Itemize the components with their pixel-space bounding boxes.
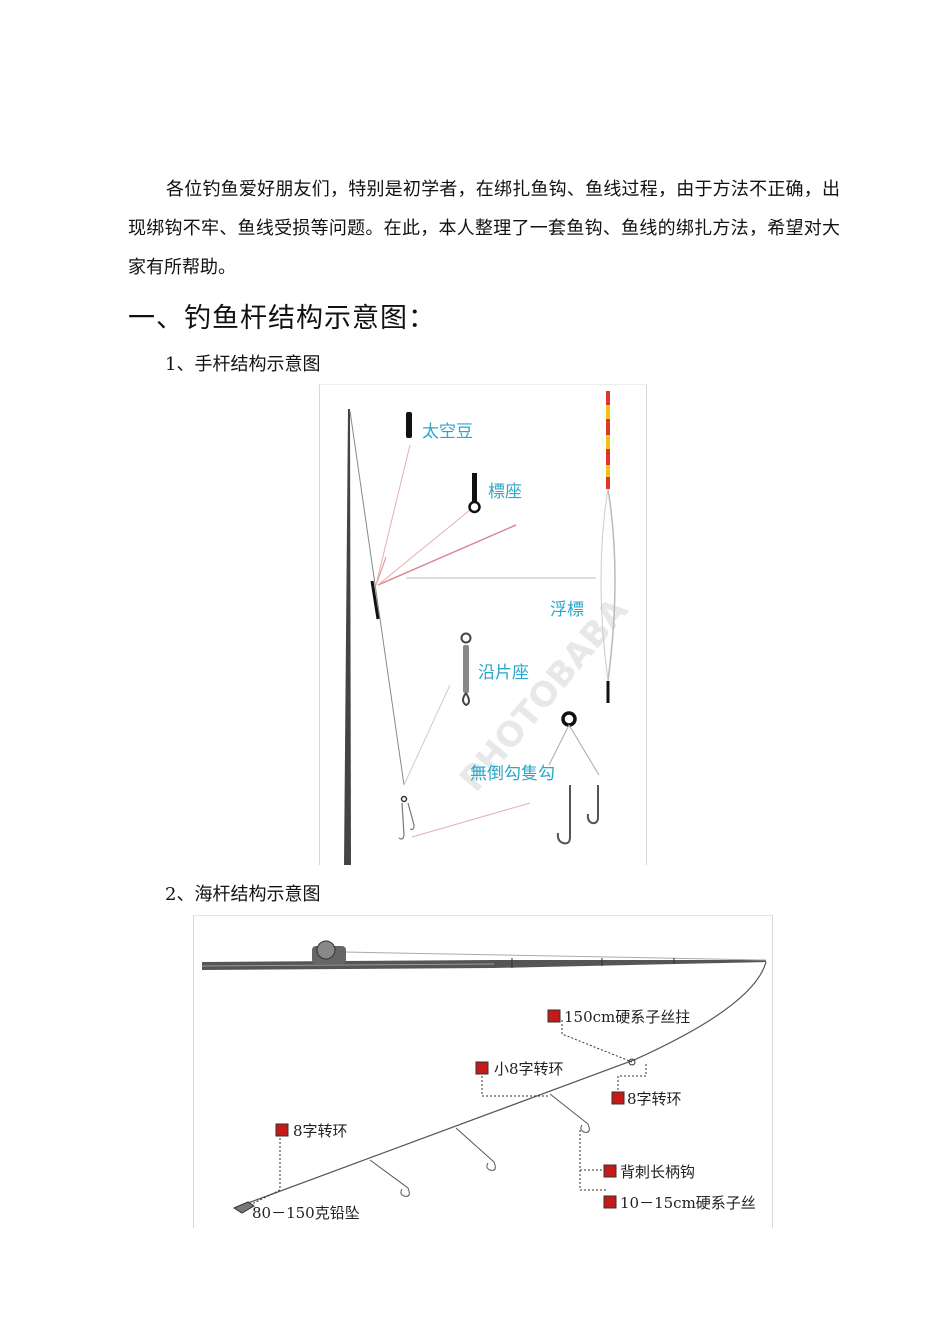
leader-swivel-right xyxy=(617,1064,647,1090)
sea-rod-diagram: 150cm硬系子丝拄 小8字转环 8字转环 8字转环 背刺长柄钩 10－15cm… xyxy=(193,915,773,1228)
marker-swivel-right-icon xyxy=(611,1091,625,1105)
float-body-icon xyxy=(600,488,609,682)
label-swivel-right: 8字转环 xyxy=(627,1090,682,1108)
leader-hard-line xyxy=(579,1170,606,1191)
leader-seat xyxy=(377,509,471,586)
marker-hard-line-icon xyxy=(603,1195,617,1209)
float-seat-icon xyxy=(472,473,477,503)
float-seat-on-line xyxy=(370,580,380,620)
label-swivel-left: 8字转环 xyxy=(293,1122,348,1140)
sea-rod-svg: 150cm硬系子丝拄 小8字转环 8字转环 8字转环 背刺长柄钩 10－15cm… xyxy=(201,940,767,1222)
hook-left-icon xyxy=(556,785,571,845)
leader-bean xyxy=(375,444,411,586)
rig-hook-icon xyxy=(398,802,405,840)
hook-right-icon xyxy=(586,785,599,825)
sinker-seat-ring-icon xyxy=(460,632,472,644)
float-seat-ring-icon xyxy=(468,500,481,514)
marker-small-swivel-icon xyxy=(475,1061,489,1075)
reel-spool-icon xyxy=(316,940,336,960)
main-line xyxy=(239,961,767,1207)
branch-hook-icon xyxy=(369,1159,410,1197)
hook-line-icon xyxy=(568,724,600,776)
sinker-seat-body-icon xyxy=(463,645,469,693)
hook-ring-icon xyxy=(561,711,577,727)
intro-paragraph: 各位钓鱼爱好朋友们，特别是初学者，在绑扎鱼钩、鱼线过程，由于方法不正确，出现绑钩… xyxy=(128,179,840,278)
rig-swivel-icon xyxy=(400,795,408,803)
bean-icon xyxy=(406,412,412,438)
leader-small-swivel xyxy=(481,1076,550,1097)
leader-swivel-left xyxy=(251,1138,281,1205)
hand-rod-svg: PHOTOBABA 太空豆 標座 浮標 xyxy=(344,391,637,865)
rod-highlight xyxy=(201,963,495,967)
label-sinker: 80－150克铅坠 xyxy=(252,1204,360,1222)
main-line xyxy=(349,410,405,786)
sinker-seat-hook-icon xyxy=(462,692,470,707)
section-title: 一、钓鱼杆结构示意图： xyxy=(128,303,436,334)
leader-hooks xyxy=(411,802,531,838)
hook-line-icon xyxy=(548,724,570,766)
sinker-icon xyxy=(232,1201,255,1214)
rod-shaft xyxy=(344,409,351,865)
leader-long-hook xyxy=(579,1130,606,1171)
float-on-line xyxy=(377,524,517,586)
label-small-swivel: 小8字转环 xyxy=(494,1060,564,1078)
label-float: 浮標 xyxy=(550,600,584,620)
swivel-icon xyxy=(628,1058,636,1066)
leader-sinker xyxy=(403,684,451,786)
label-hard-line-150: 150cm硬系子丝拄 xyxy=(564,1008,690,1026)
float-body-icon xyxy=(607,488,616,682)
subsection-hand-rod-title: 1、手杆结构示意图 xyxy=(165,354,321,375)
label-hard-line-10: 10－15cm硬系子丝 xyxy=(620,1194,756,1212)
marker-long-hook-icon xyxy=(603,1164,617,1178)
branch-hook-icon xyxy=(455,1127,496,1171)
marker-150-icon xyxy=(547,1009,561,1023)
label-float-seat: 標座 xyxy=(488,482,522,502)
label-bean: 太空豆 xyxy=(422,422,473,442)
float-tip-line xyxy=(375,556,387,586)
subsection-sea-rod-title: 2、海杆结构示意图 xyxy=(165,884,321,905)
hand-rod-diagram: PHOTOBABA 太空豆 標座 浮標 xyxy=(319,384,647,865)
label-hooks: 無倒勾隻勾 xyxy=(470,764,555,784)
leader-150 xyxy=(561,1020,633,1063)
label-long-hook: 背刺长柄钩 xyxy=(620,1163,695,1181)
label-sinker-seat: 沿片座 xyxy=(478,663,529,683)
rig-hook-icon xyxy=(407,802,415,831)
branch-hook-icon xyxy=(549,1093,590,1133)
marker-swivel-left-icon xyxy=(275,1123,289,1137)
rod-line xyxy=(343,951,767,961)
